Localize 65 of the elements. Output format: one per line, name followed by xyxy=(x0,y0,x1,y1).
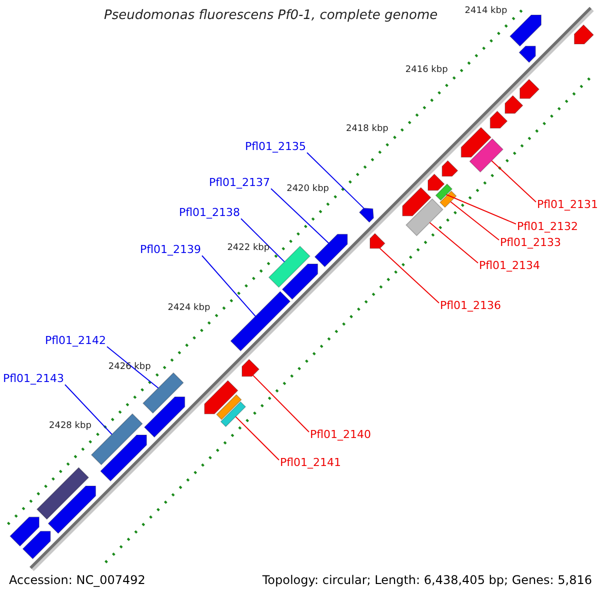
gene-bar xyxy=(220,401,246,428)
leader-line xyxy=(491,160,536,202)
leader-line xyxy=(202,255,256,317)
tick-label: 2418 kbp xyxy=(346,124,388,135)
gene-label: Pfl01_2134 xyxy=(479,260,540,273)
tick-label: 2414 kbp xyxy=(464,6,508,16)
gene-label: Pfl01_2135 xyxy=(244,141,306,154)
gene-feature xyxy=(100,434,147,482)
gene-feature xyxy=(460,126,492,158)
gene-feature xyxy=(282,264,318,300)
gene-label: Pfl01_2132 xyxy=(517,221,578,234)
tick-label: 2422 kbp xyxy=(227,243,270,254)
gene-label: Pfl01_2139 xyxy=(140,244,201,257)
gene-feature xyxy=(428,174,445,191)
gene-feature xyxy=(442,160,458,177)
gene-feature xyxy=(574,24,594,44)
leader-line xyxy=(64,384,112,435)
gene-label: Pfl01_2141 xyxy=(280,457,342,470)
gene-bar xyxy=(469,138,504,173)
tick-label: 2428 kbp xyxy=(49,421,92,432)
tick-label: 2420 kbp xyxy=(286,184,329,194)
tick-label: 2416 kbp xyxy=(405,65,448,76)
gene-feature xyxy=(358,208,374,223)
gene-feature xyxy=(402,187,432,216)
tick-label: 2426 kbp xyxy=(108,362,151,372)
leader-line xyxy=(379,248,440,304)
gene-label: Pfl01_2133 xyxy=(500,237,562,250)
gene-label: Pfl01_2131 xyxy=(537,199,598,212)
gene-bar xyxy=(90,413,143,466)
gene-label: Pfl01_2137 xyxy=(208,177,270,190)
gene-bar xyxy=(406,198,444,236)
gene-label: Pfl01_2136 xyxy=(440,300,502,313)
gene-bar xyxy=(439,190,457,208)
gene-bar xyxy=(435,183,453,201)
gene-bar xyxy=(142,372,184,414)
gene-bar xyxy=(216,394,242,420)
leader-line xyxy=(252,374,310,432)
gene-feature xyxy=(204,380,238,414)
gene-bar xyxy=(36,467,90,520)
leader-line xyxy=(270,188,330,244)
gene-feature xyxy=(504,95,524,114)
gene-label: Pfl01_2143 xyxy=(2,373,64,386)
leader-line xyxy=(446,194,516,224)
gene-feature xyxy=(144,396,186,438)
accession-text: Accession: NC_007492 xyxy=(9,574,146,588)
gene-feature xyxy=(10,516,40,547)
gene-feature xyxy=(314,234,348,268)
gene-feature xyxy=(22,530,51,560)
gene-label: Pfl01_2140 xyxy=(310,429,372,442)
leader-line xyxy=(306,152,364,209)
leader-line xyxy=(240,218,285,262)
gene-bar xyxy=(230,290,291,352)
leader-line xyxy=(450,201,500,240)
gene-feature xyxy=(520,78,540,99)
gene-bar xyxy=(268,246,310,288)
gene-feature xyxy=(242,358,260,377)
title: Pseudomonas fluorescens Pf0-1, complete genome xyxy=(104,9,438,24)
gene-label: Pfl01_2138 xyxy=(178,207,240,220)
tick-label: 2424 kbp xyxy=(168,302,210,313)
gene-feature xyxy=(370,232,386,249)
gene-feature xyxy=(48,486,96,534)
gene-label: Pfl01_2142 xyxy=(44,335,106,348)
genome-info-text: Topology: circular; Length: 6,438,405 bp; Genes: 5,816 xyxy=(262,574,592,588)
gene-feature xyxy=(490,110,508,129)
leader-line xyxy=(235,416,280,460)
